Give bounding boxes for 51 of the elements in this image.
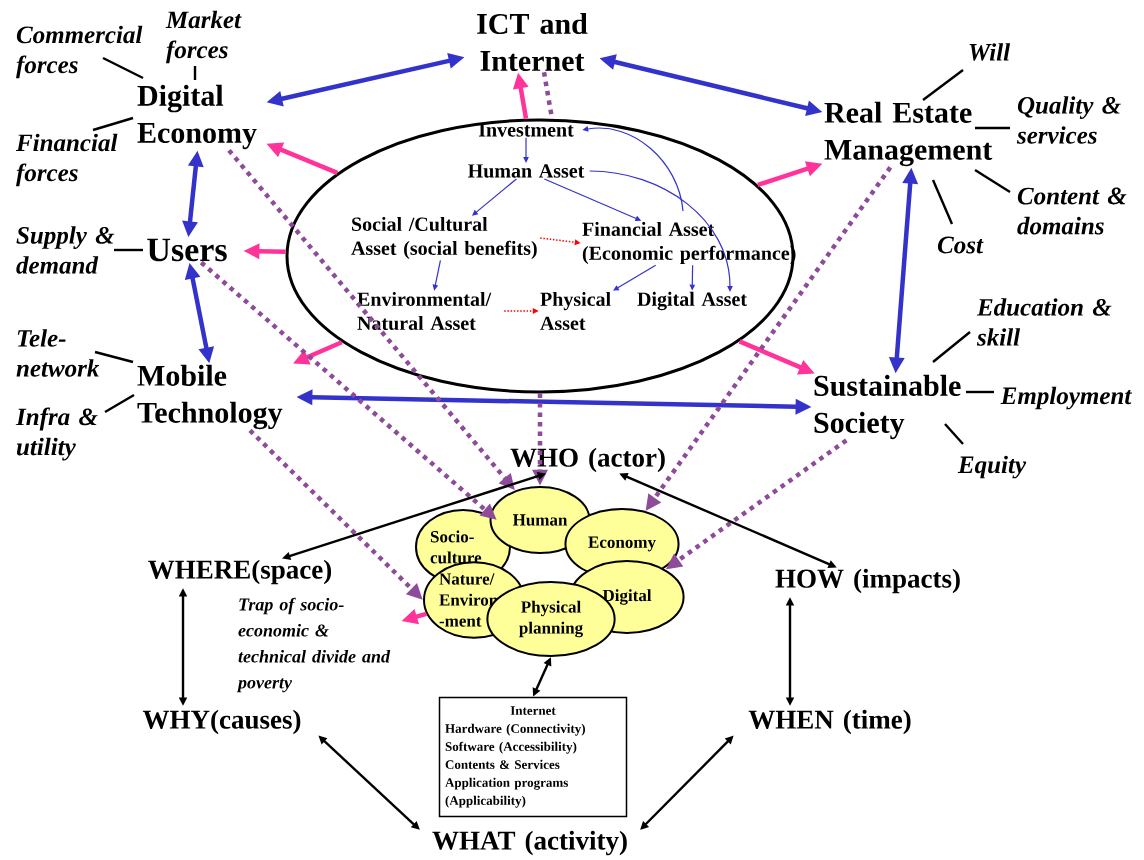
asset-label: Human Asset xyxy=(468,164,585,178)
factor-label: Education & skill xyxy=(976,298,1112,346)
factor-label: Tele-network xyxy=(16,329,100,377)
note-label: Trap of socio-economic & technical divide and poverty xyxy=(236,597,391,693)
leader-line xyxy=(922,69,964,101)
asset-label: Physical Asset xyxy=(540,291,611,331)
question-label: WHY(causes) xyxy=(142,709,301,735)
factor-label: Content & domains xyxy=(1017,187,1127,235)
leader-line xyxy=(931,179,954,225)
concept-label: Users xyxy=(147,238,227,262)
factor-label: Equity xyxy=(957,455,1027,479)
factor-label: Employment xyxy=(1000,386,1132,410)
factor-label: Commercial forces xyxy=(16,25,143,79)
leader-line xyxy=(966,390,994,394)
factor-label: Cost xyxy=(937,236,984,254)
factor-label: Supply & demand xyxy=(16,226,115,274)
leader-line xyxy=(92,116,134,132)
question-label: WHO (actor) xyxy=(510,447,665,473)
asset-label: Environmental/ Natural Asset xyxy=(357,291,492,331)
asset-label: Digital Asset xyxy=(637,291,747,311)
asset-ellipse xyxy=(285,118,795,394)
arrow xyxy=(589,170,733,292)
asset-label: Social /Cultural Asset (social benefits) xyxy=(351,216,537,260)
leader-line xyxy=(114,248,143,252)
arrow xyxy=(523,137,529,163)
info-box: Internet Hardware (Connectivity) Software (Accessibility) Contents & Services Application programs (Applicability) xyxy=(438,696,628,818)
leader-line xyxy=(94,350,134,364)
leader-line xyxy=(932,331,971,363)
factor-label: Financial forces xyxy=(16,133,118,187)
factor-label: Infra & utility xyxy=(15,407,98,461)
question-label: HOW (impacts) xyxy=(775,568,960,594)
leader-line xyxy=(944,423,964,445)
factor-label: Market forces xyxy=(165,10,242,64)
concept-label: Mobile Technology xyxy=(137,364,283,430)
leader-line xyxy=(104,393,135,414)
factor-label: Will xyxy=(969,43,1011,61)
concept-label: ICT and Internet xyxy=(477,12,588,72)
leader-line xyxy=(974,169,1011,193)
question-label: WHAT (activity) xyxy=(432,830,627,856)
leader-line xyxy=(975,126,1010,130)
arrow xyxy=(472,178,517,216)
arrow xyxy=(613,264,657,291)
concept-label: Real Estate Management xyxy=(824,101,993,167)
concept-label: Sustainable Society xyxy=(814,374,961,440)
leader-line xyxy=(102,56,144,80)
leader-line xyxy=(193,66,197,80)
asset-label: Investment xyxy=(478,123,574,137)
factor-label: Quality & services xyxy=(1016,96,1121,144)
question-label: WHERE(space) xyxy=(148,559,332,585)
question-label: WHEN (time) xyxy=(748,709,911,735)
concept-label: Digital Economy xyxy=(137,84,257,150)
